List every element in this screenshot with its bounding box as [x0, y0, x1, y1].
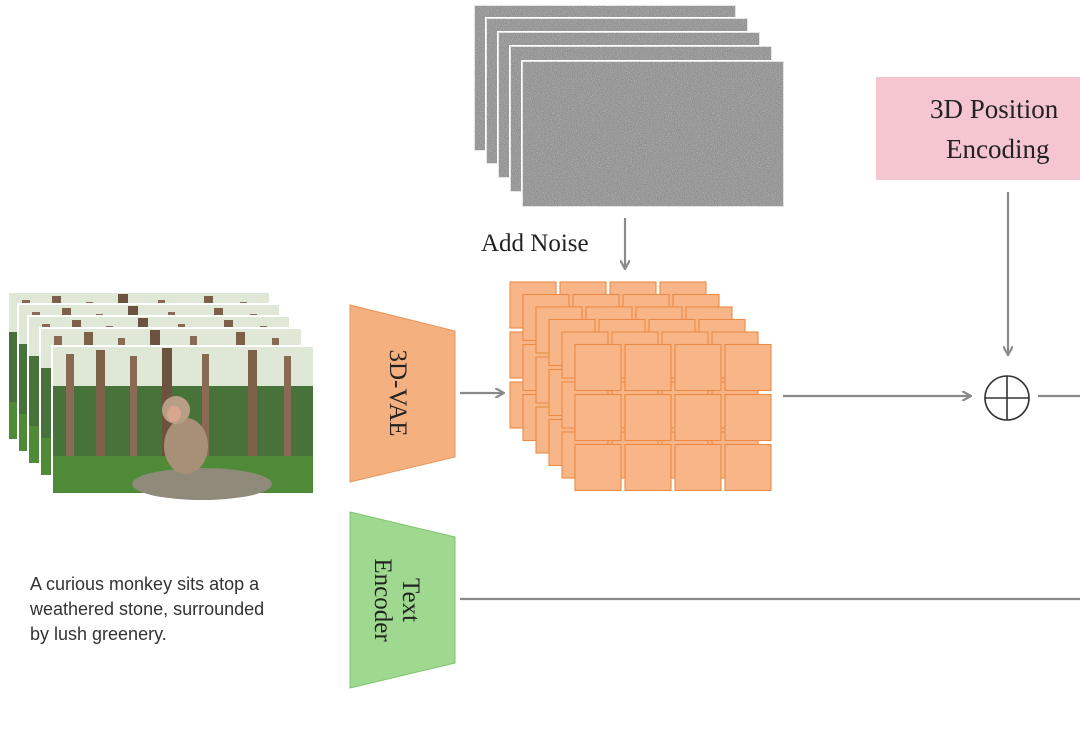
video-frames-stack-icon — [7, 291, 315, 500]
position-encoding-box: 3D Position Encoding — [876, 77, 1080, 180]
latent-cell — [724, 443, 772, 492]
vae-label: 3D-VAE — [384, 349, 411, 436]
latent-cell — [724, 343, 772, 392]
caption-line-1: A curious monkey sits atop a — [30, 574, 260, 594]
latent-cell — [624, 343, 672, 392]
vae-encoder-block: 3D-VAE — [349, 304, 456, 483]
latent-cell — [724, 393, 772, 442]
text-encoder-label-line2: Encoder — [369, 558, 396, 642]
latent-cell — [574, 443, 622, 492]
latent-cube-icon — [509, 281, 772, 492]
latent-cell — [674, 443, 722, 492]
text-encoder-label-line1: Text — [397, 578, 424, 622]
latent-cell — [624, 443, 672, 492]
latent-cell — [624, 393, 672, 442]
position-encoding-label-line2: Encoding — [946, 134, 1049, 164]
latent-cell — [674, 393, 722, 442]
text-encoder-block: Text Encoder — [349, 511, 456, 689]
position-encoding-label-line1: 3D Position — [930, 94, 1059, 124]
noise-frame — [521, 60, 785, 208]
latent-cell — [574, 343, 622, 392]
text-prompt-caption: A curious monkey sits atop a weathered s… — [30, 572, 330, 647]
noise-frames-stack-icon — [473, 4, 785, 208]
video-frame — [51, 345, 315, 500]
caption-line-2: weathered stone, surrounded — [30, 599, 265, 619]
caption-line-3: by lush greenery. — [30, 624, 167, 644]
add-combine-icon — [984, 375, 1030, 421]
position-encoding-fill — [876, 77, 1080, 180]
monkey-figure — [164, 418, 208, 474]
latent-cell — [674, 343, 722, 392]
latent-cell — [574, 393, 622, 442]
add-noise-label: Add Noise — [481, 230, 589, 257]
